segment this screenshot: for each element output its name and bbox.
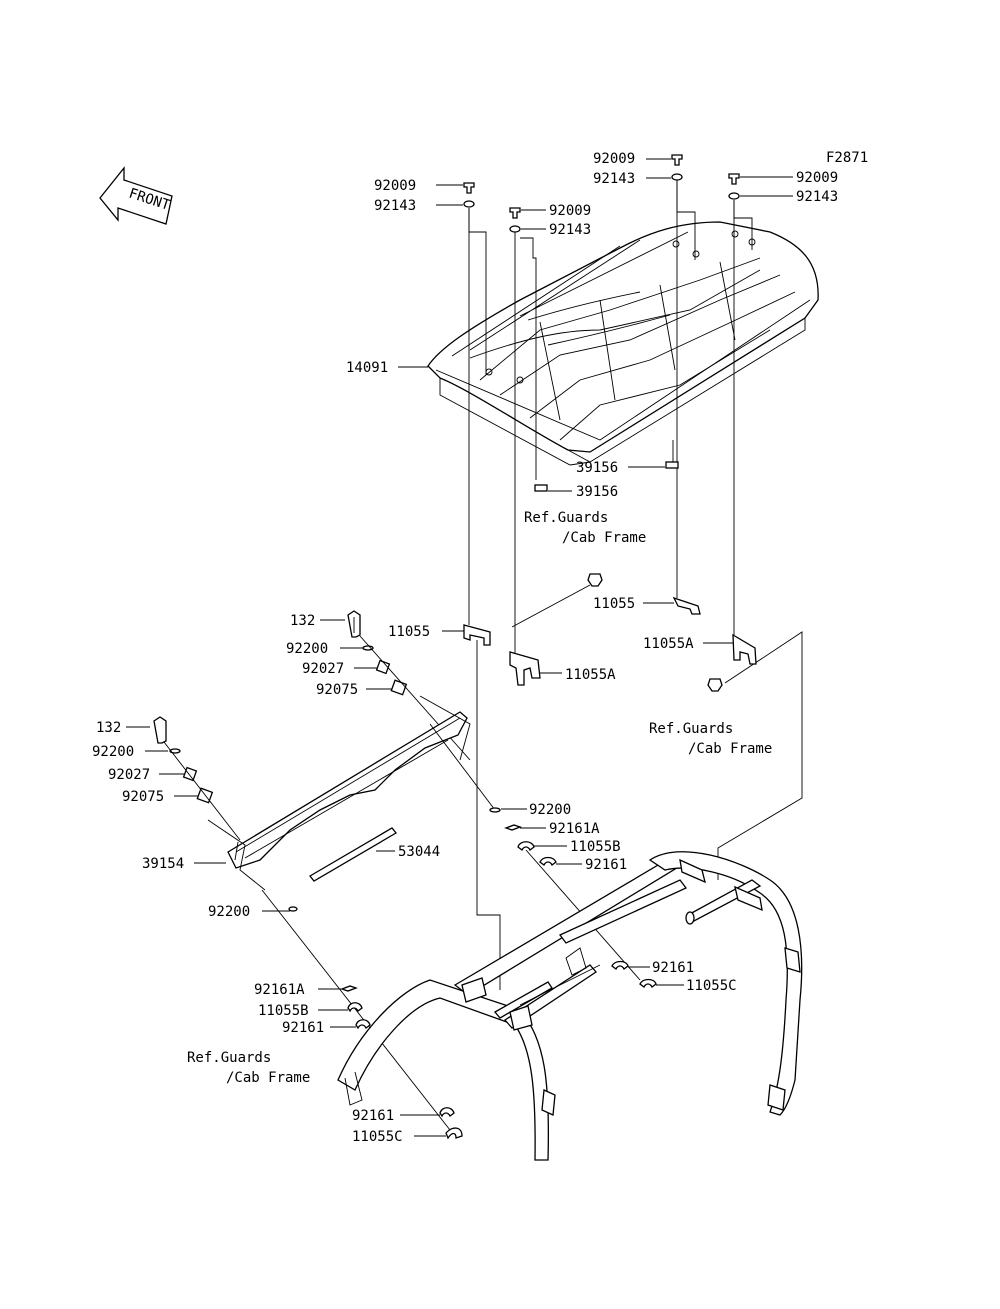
clamp-stack-center [429,723,641,981]
part-number-label: 92161 [352,1108,394,1124]
clamp-pair-right [611,960,684,988]
part-number-label: 92027 [302,661,344,677]
ref-bolt-icon [587,573,603,587]
part-number-label: 53044 [398,844,440,860]
part-number-label: 11055B [258,1003,309,1019]
part-number-label: 92075 [122,789,164,805]
part-number-label: 92200 [529,802,571,818]
part-number-label: 39156 [576,484,618,500]
bolt-icon [728,173,740,185]
callout-labels: 92009 92143 92009 92143 92009 92143 9200… [92,151,838,1145]
part-number-label: 132 [96,720,121,736]
roof-panel [427,221,819,466]
part-number-label: 92200 [286,641,328,657]
part-number-label: 92009 [549,203,591,219]
part-number-label: 92009 [374,178,416,194]
part-number-label: 132 [290,613,315,629]
part-number-label: 92161A [549,821,600,837]
part-number-label: 11055B [570,839,621,855]
ref-label: Ref.Guards [187,1050,271,1066]
cab-frame [337,851,803,1161]
ref-label: Ref.Guards [649,721,733,737]
ref-bolt-icon [707,678,723,692]
part-number-label: 11055A [643,636,694,652]
part-number-label: 92161A [254,982,305,998]
part-number-label: 92143 [374,198,416,214]
part-number-label: 39154 [142,856,184,872]
front-arrow-icon: FRONT [99,166,173,225]
part-number-label: 92009 [593,151,635,167]
part-number-label: 92027 [108,767,150,783]
pad-39156-left [534,484,548,492]
bracket-11055-right [672,596,701,615]
ref-label: /Cab Frame [562,530,646,546]
bolt-icon [671,154,683,166]
part-number-label: 92009 [796,170,838,186]
part-number-label: 39156 [576,460,618,476]
bolt-icon [509,207,521,219]
washer-icon [671,173,683,181]
ref-label: Ref.Guards [524,510,608,526]
part-number-label: 92143 [549,222,591,238]
part-number-label: 11055C [352,1129,403,1145]
part-number-label: 92161 [282,1020,324,1036]
bracket-11055A-left [509,651,541,686]
part-number-label: 92161 [585,857,627,873]
bolt-icon [463,182,475,194]
part-number-label: 11055 [388,624,430,640]
ref-label: /Cab Frame [226,1070,310,1086]
bracket-11055-left [463,624,491,646]
part-number-label: 11055C [686,978,737,994]
part-number-label: 92200 [92,744,134,760]
part-number-label: 11055A [565,667,616,683]
washer-icon [728,192,740,200]
part-number-label: 92143 [796,189,838,205]
fastener-stack-lower [126,716,241,841]
fastener-stack-upper [320,610,471,761]
part-number-label: 92075 [316,682,358,698]
part-number-label: 92161 [652,960,694,976]
pad-39156-right [665,461,679,469]
weather-strip-53044 [309,827,397,882]
part-number-label: 92200 [208,904,250,920]
clamp-stack-lower [261,889,463,1140]
washer-icon [463,200,475,208]
part-number-label: 14091 [346,360,388,376]
washer-icon [288,906,298,912]
part-number-label: 92143 [593,171,635,187]
ref-label: /Cab Frame [688,741,772,757]
bracket-11055A-right [732,633,757,665]
figure-code: F2871 [826,150,868,166]
washer-icon [509,225,521,233]
sun-visor-39154 [207,695,471,891]
part-number-label: 11055 [593,596,635,612]
roof-fasteners [463,154,740,233]
